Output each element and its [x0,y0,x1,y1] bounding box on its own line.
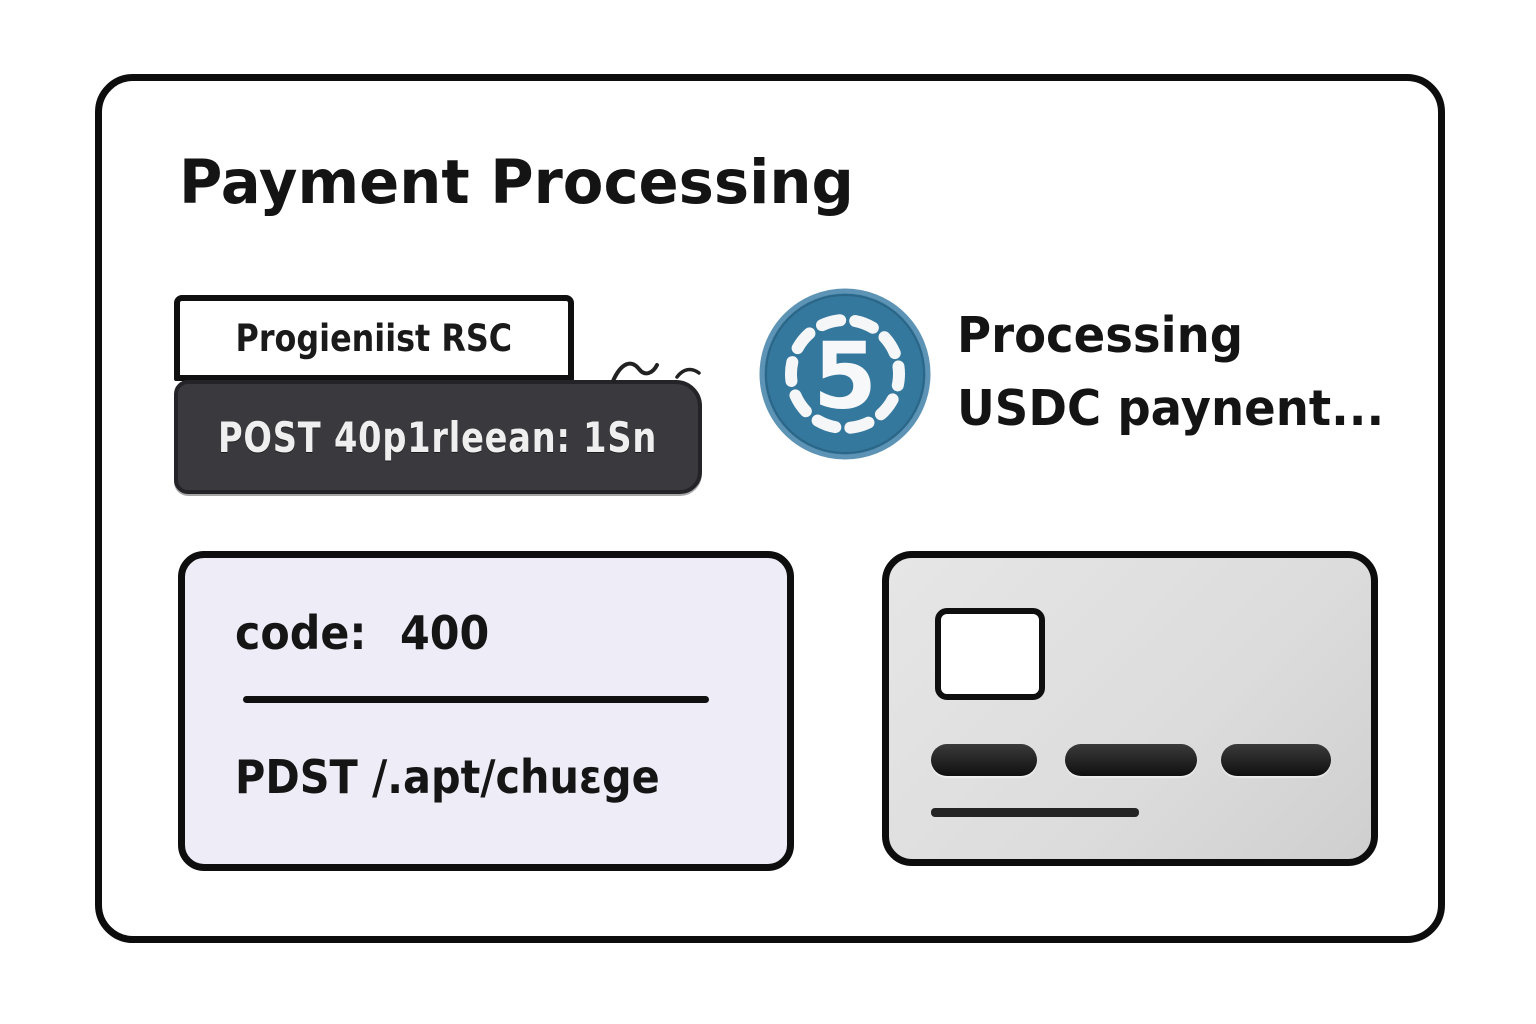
card-signature-line [931,808,1139,817]
usdc-coin-icon: 5 [759,288,931,460]
merchant-badge-label: Progieniist RSC [235,316,513,360]
credit-card-icon [882,551,1378,866]
page-title: Payment Processing [179,147,854,218]
card-chip [935,608,1045,700]
api-request-label: POST 40p1rleean: 1Sn [218,412,658,462]
response-code-label: code: [235,606,367,660]
status-line-2: USDC paynent... [957,380,1385,437]
merchant-badge: Progieniist RSC [174,295,574,381]
response-box: code: 400 PDST /.apt/chuεge [178,551,794,871]
scribble-mark [611,361,701,383]
coin-glyph: 5 [813,323,877,430]
status-text: Processing USDC paynent... [957,299,1384,445]
card-number-slab [931,744,1037,776]
card-number-slab [1065,744,1197,776]
response-code-line: code: 400 [235,606,489,660]
status-line-1: Processing [957,307,1244,364]
response-code-value: 400 [399,606,490,660]
api-request-pill: POST 40p1rleean: 1Sn [174,380,702,494]
card-number-slab [1221,744,1331,776]
divider-line [243,696,709,703]
response-request-line: PDST /.apt/chuεge [235,750,660,804]
main-panel: Payment Processing Progieniist RSC POST … [95,74,1445,943]
